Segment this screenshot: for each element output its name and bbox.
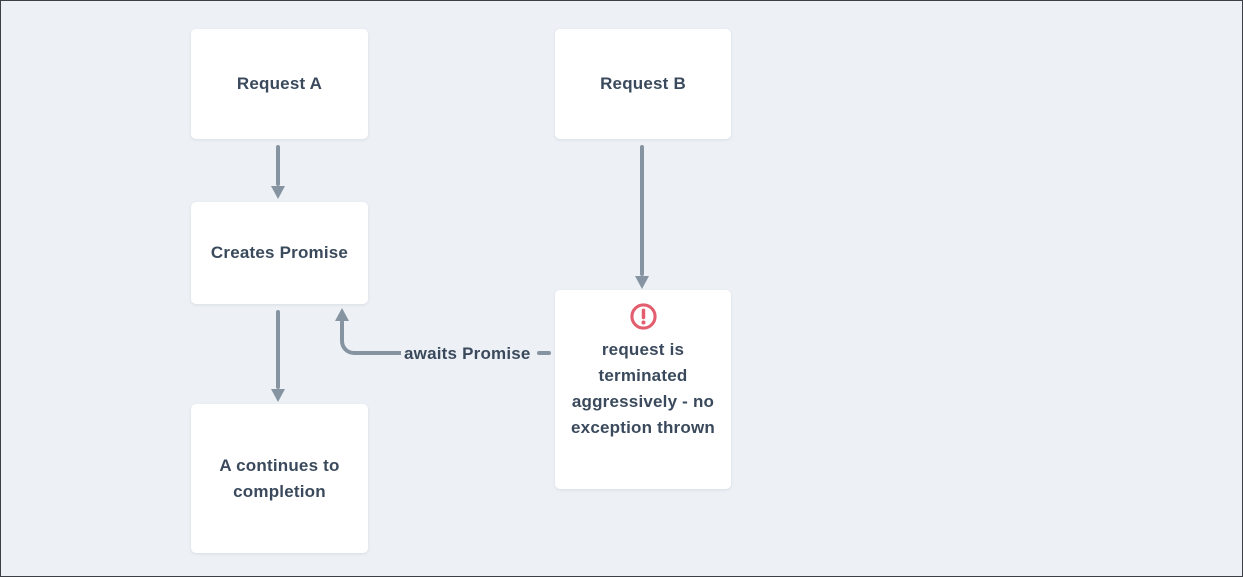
- arrow-creates-to-continues-line: [276, 310, 280, 389]
- node-creates-promise: Creates Promise: [191, 202, 368, 304]
- node-creates-promise-label: Creates Promise: [210, 243, 349, 262]
- node-request-terminated-line-3: aggressively - no: [571, 392, 715, 411]
- alert-circle-icon: [629, 303, 657, 330]
- node-request-terminated-line-2: terminated: [598, 366, 688, 385]
- node-request-b: Request B: [555, 29, 731, 139]
- arrow-request-a-to-creates-head-icon: [271, 186, 285, 199]
- node-request-terminated-line-4: exception thrown: [571, 418, 715, 437]
- awaits-promise-curve: [340, 321, 401, 355]
- node-request-terminated-line-1: request is: [601, 340, 685, 359]
- node-request-a: Request A: [191, 29, 368, 139]
- node-request-terminated-label: request is terminated aggressively - no …: [571, 337, 715, 441]
- node-request-terminated: request is terminated aggressively - no …: [555, 290, 731, 489]
- node-a-continues-label: A continues to completion: [219, 453, 339, 505]
- awaits-promise-dash: [537, 351, 551, 355]
- arrow-request-a-to-creates-line: [276, 145, 280, 186]
- arrow-request-b-to-terminated-line: [640, 145, 644, 276]
- node-a-continues: A continues to completion: [191, 404, 368, 553]
- awaits-promise-head-icon: [335, 308, 349, 321]
- node-a-continues-line-1: A continues to: [219, 455, 340, 475]
- arrow-request-b-to-terminated-head-icon: [635, 276, 649, 289]
- node-a-continues-line-2: completion: [233, 481, 326, 501]
- awaits-promise-label: awaits Promise: [404, 344, 531, 363]
- node-request-a-label: Request A: [236, 74, 323, 93]
- node-request-b-label: Request B: [600, 74, 686, 93]
- arrow-creates-to-continues-head-icon: [271, 389, 285, 402]
